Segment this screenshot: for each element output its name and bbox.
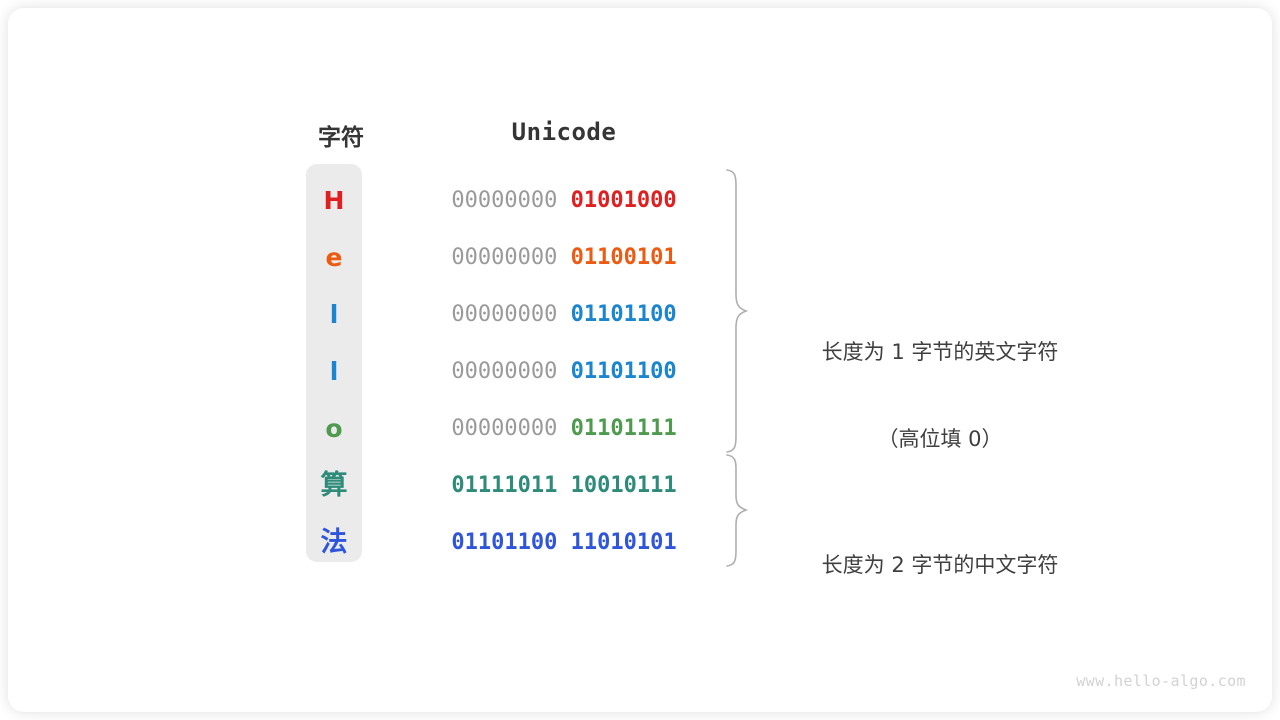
table-row: l 00000000 01101100	[8, 286, 1272, 343]
figure-card: 字符 Unicode H 00000000 01001000 e 0000000…	[8, 8, 1272, 712]
annotation-ascii-line1: 长度为 1 字节的英文字符	[821, 340, 1059, 364]
annotation-cjk-group: 长度为 2 字节的中文字符	[770, 493, 1110, 638]
unicode-bits: 00000000 01001000	[424, 172, 704, 229]
high-byte: 00000000	[451, 302, 558, 327]
unicode-bits: 00000000 01101111	[424, 400, 704, 457]
high-byte: 00000000	[451, 416, 558, 441]
watermark: www.hello-algo.com	[1076, 672, 1246, 690]
low-byte: 01001000	[570, 188, 677, 213]
annotation-cjk-line1: 长度为 2 字节的中文字符	[821, 553, 1059, 577]
character-glyph: l	[329, 300, 339, 329]
character-glyph: e	[325, 243, 343, 272]
column-header-unicode: Unicode	[511, 118, 617, 146]
character-column-background	[306, 164, 362, 562]
unicode-encoding-diagram: 字符 Unicode H 00000000 01001000 e 0000000…	[8, 8, 1272, 712]
character-glyph: l	[329, 357, 339, 386]
high-byte: 00000000	[451, 359, 558, 384]
table-row: H 00000000 01001000	[8, 172, 1272, 229]
low-byte: 10010111	[570, 473, 677, 498]
character-glyph: 算	[320, 470, 348, 501]
table-row: e 00000000 01100101	[8, 229, 1272, 286]
high-byte: 00000000	[451, 188, 558, 213]
low-byte: 01100101	[570, 245, 677, 270]
brace-cjk-group	[726, 454, 749, 567]
high-byte: 00000000	[451, 245, 558, 270]
character-glyph: 法	[320, 527, 348, 558]
unicode-bits: 01111011 10010111	[424, 457, 704, 514]
column-header-character: 字符	[318, 125, 364, 151]
table-row: 法 01101100 11010101	[8, 514, 1272, 571]
table-row: 算 01111011 10010111	[8, 457, 1272, 514]
character-glyph: H	[323, 186, 345, 215]
low-byte: 01101100	[570, 359, 677, 384]
high-byte: 01111011	[451, 473, 558, 498]
table-row: o 00000000 01101111	[8, 400, 1272, 457]
low-byte: 11010101	[570, 530, 677, 555]
annotation-ascii-group: 长度为 1 字节的英文字符 （高位填 0）	[770, 280, 1110, 512]
unicode-bits: 00000000 01100101	[424, 229, 704, 286]
character-glyph: o	[325, 414, 343, 443]
low-byte: 01101111	[570, 416, 677, 441]
unicode-bits: 01101100 11010101	[424, 514, 704, 571]
low-byte: 01101100	[570, 302, 677, 327]
table-row: l 00000000 01101100	[8, 343, 1272, 400]
unicode-bits: 00000000 01101100	[424, 343, 704, 400]
high-byte: 01101100	[451, 530, 558, 555]
annotation-ascii-line2: （高位填 0）	[877, 427, 1003, 451]
brace-ascii-group	[726, 169, 749, 453]
unicode-bits: 00000000 01101100	[424, 286, 704, 343]
